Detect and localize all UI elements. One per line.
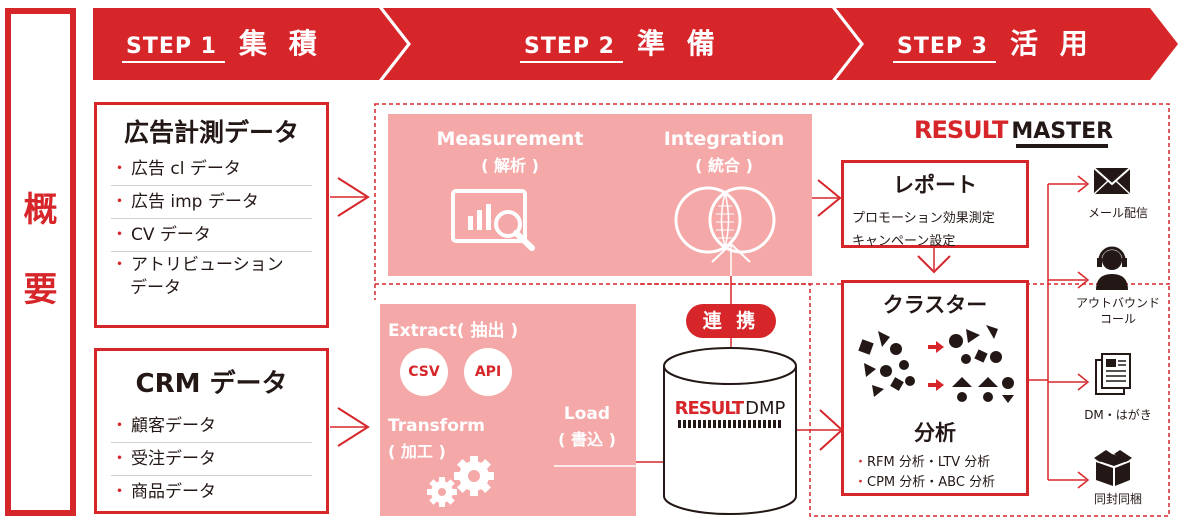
step2-number: STEP 2 <box>520 34 623 63</box>
analysis-panel: Measurement ( 解析 ) Integration ( 統合 ) <box>388 114 812 276</box>
transform-label: Transform <box>388 416 485 436</box>
dmp-suffix: DMP <box>745 398 786 419</box>
step1-label: STEP 1 集 積 <box>122 22 323 63</box>
mail-icon <box>1093 167 1131 195</box>
list-item: ・アトリビューション <box>111 255 284 275</box>
step3-title: 活 用 <box>1009 27 1094 60</box>
venn-icon <box>674 186 776 254</box>
link-arrow-up-icon <box>711 242 751 276</box>
report-title: レポート <box>893 173 977 197</box>
package-icon <box>1094 450 1132 486</box>
list-item: データ <box>130 278 181 298</box>
load-sub: ( 書込 ) <box>558 430 616 449</box>
chart-magnifier-icon <box>451 189 535 251</box>
dmp-tagline-pattern <box>678 420 782 428</box>
dm-postcard-icon <box>1095 353 1131 395</box>
overview-char-1: 概 <box>23 190 58 230</box>
chevron-crm <box>337 407 370 447</box>
extract-label: Extract( 抽出 ) <box>388 321 519 341</box>
load-label: Load <box>563 404 611 424</box>
cluster-title: クラスター <box>882 293 988 317</box>
measurement-title: Measurement <box>436 128 584 150</box>
list-item: ・CV データ <box>111 219 312 252</box>
step3-number: STEP 3 <box>893 34 996 63</box>
analysis-row-1: ・RFM 分析・LTV 分析 <box>854 455 991 470</box>
channel-mail: メール配信 <box>1087 206 1148 220</box>
result-master-underline <box>1016 144 1108 148</box>
overview-char-2: 要 <box>23 270 58 310</box>
csv-badge: CSV <box>400 348 448 396</box>
clustering-shapes-icon <box>858 325 1014 403</box>
analysis-row-2: ・CPM 分析・ABC 分析 <box>854 475 996 490</box>
measurement-sub: ( 解析 ) <box>481 156 539 175</box>
channel-enclosure: 同封同梱 <box>1093 492 1142 506</box>
step1-number: STEP 1 <box>122 34 225 63</box>
list-item: ・商品データ <box>111 482 216 502</box>
overview-box: 概 要 <box>5 8 76 516</box>
api-badge: API <box>464 348 512 396</box>
dmp-brand: RESULT <box>674 398 745 419</box>
analysis-title: 分析 <box>914 421 956 445</box>
step2-banner <box>383 8 860 80</box>
result-master-brand: RESULT <box>914 116 1008 144</box>
list-item: ・受注データ <box>111 443 312 476</box>
ad-data-title: 広告計測データ <box>123 118 299 147</box>
etl-panel: Extract( 抽出 ) CSV API Transform ( 加工 ) L… <box>380 304 714 516</box>
channel-outbound: アウトバウンド <box>1075 296 1160 310</box>
list-item: ・広告 imp データ <box>111 186 312 219</box>
integration-sub: ( 統合 ) <box>695 156 753 175</box>
chevron-ad <box>337 177 370 217</box>
integration-title: Integration <box>663 128 785 150</box>
database-cylinder-icon <box>663 347 797 515</box>
step1-title: 集 積 <box>238 27 323 60</box>
list-item: ・広告 cl データ <box>111 153 312 186</box>
result-master-suffix: MASTER <box>1011 119 1114 144</box>
report-line-1: プロモーション効果測定 <box>852 211 995 226</box>
crm-data-title: CRM データ <box>135 369 288 399</box>
transform-sub: ( 加工 ) <box>388 442 446 461</box>
report-box: レポート プロモーション効果測定 キャンペーン設定 <box>841 160 1029 249</box>
list-item: ・顧客データ <box>111 410 312 443</box>
crm-data-box: CRM データ ・顧客データ ・受注データ ・商品データ <box>94 348 329 514</box>
gears-icon <box>427 456 494 507</box>
step3-label: STEP 3 活 用 <box>893 22 1094 63</box>
ad-data-box: 広告計測データ ・広告 cl データ ・広告 imp データ ・CV データ ・… <box>94 102 329 328</box>
report-line-2: キャンペーン設定 <box>852 234 956 249</box>
step2-label: STEP 2 準 備 <box>520 22 721 63</box>
channel-call: コール <box>1099 312 1136 326</box>
cluster-box: クラスター <box>841 280 1029 496</box>
link-badge: 連 携 <box>686 304 776 338</box>
operator-headset-icon <box>1096 246 1128 290</box>
channel-dm: DM・はがき <box>1084 408 1152 422</box>
step2-title: 準 備 <box>636 27 721 60</box>
